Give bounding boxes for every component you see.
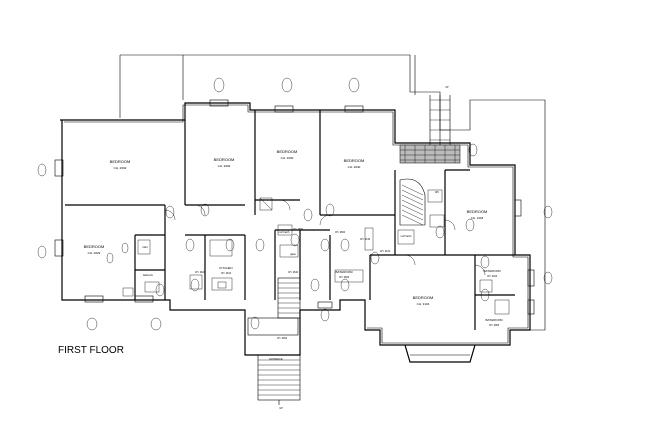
toilet-label: toilet [142,246,147,249]
room-label-name: KITCHEN [219,266,232,270]
ch3120-label: CH. 3120 [380,250,391,253]
room-label-code: CH. 2602 [114,166,127,170]
roof-hatch-label: roof hatch [279,231,290,234]
floor-title: FIRST FLOOR [58,345,124,356]
hatched-area [399,144,461,164]
room-label-name: BATHROOM [335,270,353,274]
entrance-label: ENTRANCE [269,358,283,361]
room-labels: BEDROOM CH. 2602 BEDROOM CH. 2603 BEDROO… [84,149,503,327]
room-label-code: CH. 2640 [348,165,361,169]
room-label-name: BEDROOM [110,159,131,164]
bath-label: bathroom [143,274,153,277]
room-label-name: BEDROOM [84,244,105,249]
room-label-code: CH. 2606 [339,276,350,279]
up-bottom-label: UP [279,407,283,410]
up-top-label: UP [445,86,449,89]
room-label-code: CH. 2603 [218,164,231,168]
room-label-code: CH. 2610 [221,272,232,275]
main-stair [247,277,301,336]
bay-window [404,344,476,363]
entrance-steps [257,354,301,405]
room-label-code: CH. 3083 [489,324,500,327]
room-label-code: CH. 3118 [471,216,484,220]
room-label-name: BATHROOM [485,318,503,322]
room-label-name: BEDROOM [214,157,235,162]
room-label-name: BATHROOM [483,269,501,273]
windows [54,99,535,315]
misc-labels: CH. 2650 CH. 2660 CH. 3120 CH. 3200 CH. … [142,86,449,410]
ch2640-label: CH. 2640 [288,271,299,274]
room-label-name: BEDROOM [413,295,434,300]
room-label-code: CH. 2630 [281,156,294,160]
room-label-code: CH. 2629 [88,251,101,255]
room-label-code: CH. 3100 [487,275,498,278]
room-label-code: CH. 3104 [417,302,430,306]
fixtures [122,189,510,315]
roof-hatch-label: roof hatch [401,235,412,238]
ch2650-label: CH. 2650 [293,228,304,231]
room-label-name: BEDROOM [344,158,365,163]
ch2620-label: CH. 2620 [195,271,206,274]
ch2660-label: CH. 2660 [335,231,346,234]
room-label-name: BEDROOM [467,209,488,214]
spiral-stair [399,95,451,226]
wc-label: WC [435,191,439,194]
doors [164,199,486,276]
ch3200-label: CH. 3200 [277,337,288,340]
upper-label: upper [290,253,296,256]
ch3130-label: CH. 3130 [360,238,371,241]
roof-outline [119,54,546,331]
exterior-walls [60,102,531,356]
room-label-name: BEDROOM [277,149,298,154]
survey-markers [37,77,553,331]
